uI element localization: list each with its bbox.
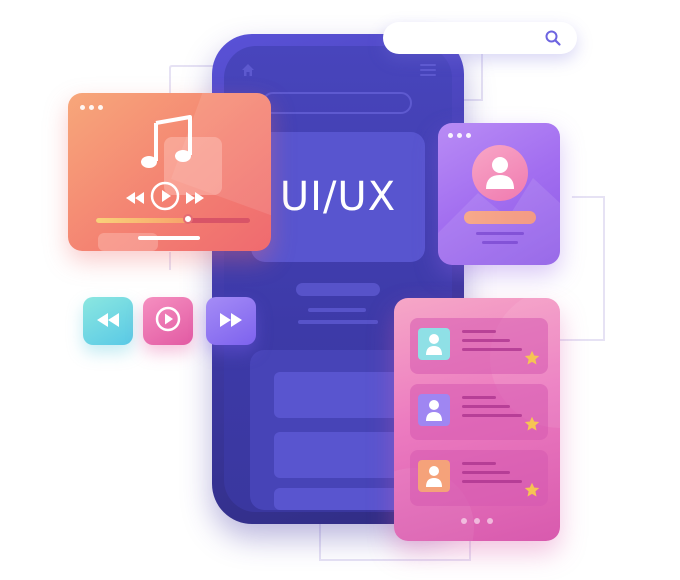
play-icon	[155, 306, 181, 336]
uiux-title-card: UI/UX	[251, 132, 425, 262]
play-icon[interactable]	[150, 181, 180, 215]
music-player-card	[68, 93, 271, 251]
list-item[interactable]	[410, 384, 548, 440]
avatar	[418, 328, 450, 360]
avatar	[418, 394, 450, 426]
search-icon[interactable]	[544, 29, 562, 47]
list-item[interactable]	[410, 450, 548, 506]
pagination-dots[interactable]	[461, 518, 493, 524]
user-icon	[486, 155, 514, 193]
rewind-icon[interactable]	[126, 189, 144, 208]
track-label-line	[138, 236, 200, 240]
music-controls	[126, 181, 204, 215]
music-note-icon	[138, 115, 198, 175]
placeholder-line	[298, 320, 378, 324]
progress-knob[interactable]	[183, 214, 194, 224]
user-icon	[426, 465, 442, 491]
placeholder-heading	[296, 283, 380, 296]
avatar	[418, 460, 450, 492]
list-item[interactable]	[410, 318, 548, 374]
progress-fill	[96, 218, 189, 223]
fast-forward-button[interactable]	[206, 297, 256, 345]
play-button[interactable]	[143, 297, 193, 345]
home-icon[interactable]	[240, 62, 256, 78]
profile-card	[438, 123, 560, 265]
menu-icon[interactable]	[420, 64, 436, 76]
connector-dot	[564, 193, 572, 201]
progress-track[interactable]	[96, 214, 250, 224]
contact-list-card	[394, 298, 560, 541]
placeholder-line	[308, 308, 366, 312]
profile-name-bar	[464, 211, 536, 224]
star-icon[interactable]	[524, 350, 540, 366]
connector-profile-to-list	[560, 196, 605, 341]
rewind-icon	[97, 312, 119, 331]
fast-forward-icon	[220, 312, 242, 331]
fast-forward-icon[interactable]	[186, 189, 204, 208]
window-dots	[80, 105, 103, 110]
search-bar[interactable]	[383, 22, 577, 54]
avatar[interactable]	[472, 145, 528, 201]
star-icon[interactable]	[524, 416, 540, 432]
uiux-title: UI/UX	[279, 174, 397, 220]
star-icon[interactable]	[524, 482, 540, 498]
window-dots	[448, 133, 471, 138]
rewind-button[interactable]	[83, 297, 133, 345]
user-icon	[426, 333, 442, 359]
user-icon	[426, 399, 442, 425]
phone-search-bar[interactable]	[262, 92, 412, 114]
